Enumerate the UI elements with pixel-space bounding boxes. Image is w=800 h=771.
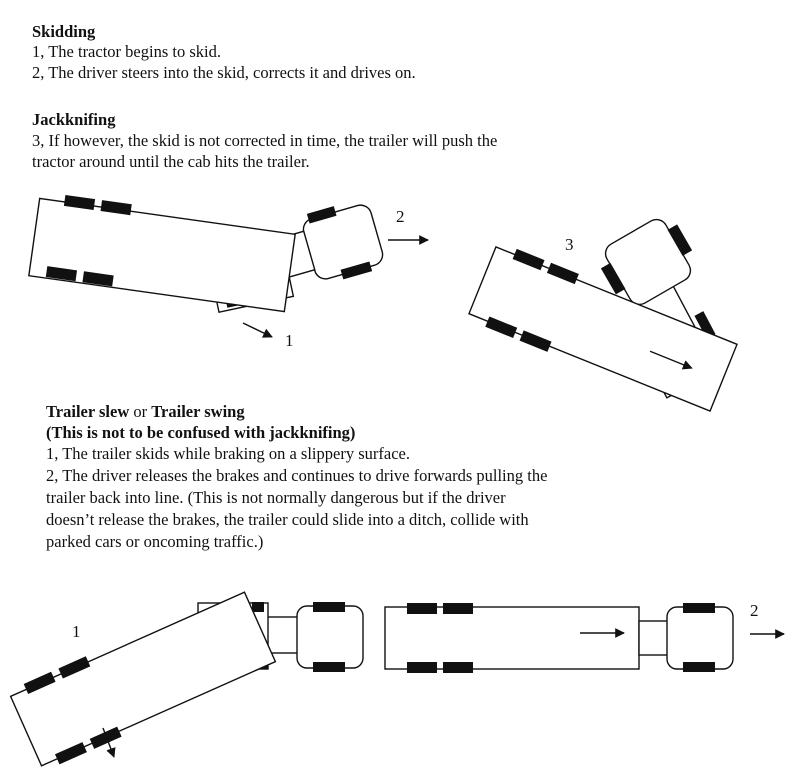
skid-tractor-wheel [306, 206, 337, 224]
slew-2-trailer-box [384, 606, 640, 670]
jackknifing-line-1: 3, If however, the skid is not corrected… [32, 131, 498, 150]
slew-line-5: parked cars or oncoming traffic.) [46, 532, 264, 551]
jackknife-hidden-wheel [694, 311, 716, 339]
slew-1-tractor-wheel [313, 662, 345, 672]
skid-truck [28, 194, 384, 313]
jackknife-trailer-wheel [546, 262, 579, 285]
jackknife-truck [468, 218, 738, 412]
slew-1-tractor-wheel [313, 602, 345, 612]
slew-2-trailer-wheel [407, 662, 437, 673]
slew-2-coupling [638, 620, 672, 656]
slew-2-trailer-wheel [407, 603, 437, 614]
slew-1-trailer-wheel [89, 726, 122, 749]
skid-tractor-wheel [340, 261, 373, 280]
jackknife-trailer-wheel [519, 330, 552, 352]
jackknife-trailer [468, 246, 738, 412]
jackknife-tractor-wheel [600, 262, 626, 295]
slew-2-tractor-cab [666, 606, 734, 670]
slew-truck-1 [9, 591, 364, 767]
skidding-line-2: 2, The driver steers into the skid, corr… [32, 63, 416, 82]
slew-1-coupling [264, 616, 302, 654]
jackknifing-line-2: tractor around until the cab hits the tr… [32, 152, 310, 171]
slew-heading-part2: Trailer swing [151, 402, 245, 421]
skidding-heading: Skidding [32, 22, 96, 41]
slew-1-trailer-wheel [58, 656, 91, 679]
jackknifing-heading: Jackknifing [32, 110, 116, 129]
slew-1-hidden-wheel [252, 602, 264, 612]
skid-trailer-wheel [45, 266, 78, 282]
slew-heading: Trailer slew or Trailer swing [46, 402, 245, 422]
slew-1-trailer-wheel [55, 742, 87, 765]
slew-step-1-label: 1 [72, 622, 81, 641]
skid-trailer-wheel [63, 194, 96, 211]
jackknife-trailer-wheel [485, 316, 518, 338]
slew-line-1: 1, The trailer skids while braking on a … [46, 444, 410, 463]
slew-1-trailer [9, 591, 277, 767]
jackknife-trailer-box [468, 246, 738, 412]
slew-1-trailer-box [9, 591, 277, 767]
slew-line-3: trailer back into line. (This is not nor… [46, 488, 506, 507]
slew-1-tractor-cab [296, 605, 364, 669]
slew-2-trailer-wheel [443, 603, 473, 614]
slew-subheading: (This is not to be confused with jackkni… [46, 423, 356, 442]
jackknife-trailer-wheel [512, 248, 545, 271]
slew-1-trailer-wheel [23, 671, 56, 695]
slew-line-2: 2, The driver releases the brakes and co… [46, 466, 548, 485]
slew-truck-2 [384, 603, 734, 673]
skid-trailer-box [28, 197, 296, 313]
slew-arrow-1 [102, 727, 116, 758]
jackknife-tractor-wheel [667, 224, 693, 256]
skid-tractor [302, 204, 384, 280]
skid-trailer-wheel [100, 200, 132, 216]
jackknife-step-3-label: 3 [565, 235, 574, 254]
skid-step-1-label: 1 [285, 331, 294, 350]
slew-2-tractor-wheel [683, 662, 715, 672]
skid-arrow-1 [242, 322, 273, 338]
skid-trailer [28, 194, 296, 313]
slew-2-trailer-wheel [443, 662, 473, 673]
skidding-line-1: 1, The tractor begins to skid. [32, 42, 221, 61]
skid-step-2-label: 2 [396, 207, 405, 226]
slew-heading-or: or [129, 402, 152, 421]
jackknife-tractor [600, 218, 693, 306]
slew-heading-part1: Trailer slew [46, 402, 130, 421]
slew-2-tractor-wheel [683, 603, 715, 613]
slew-line-4: doesn’t release the brakes, the trailer … [46, 510, 529, 529]
skid-trailer-wheel [82, 271, 114, 287]
jackknife-push-arrow [649, 350, 693, 370]
slew-step-2-label: 2 [750, 601, 759, 620]
